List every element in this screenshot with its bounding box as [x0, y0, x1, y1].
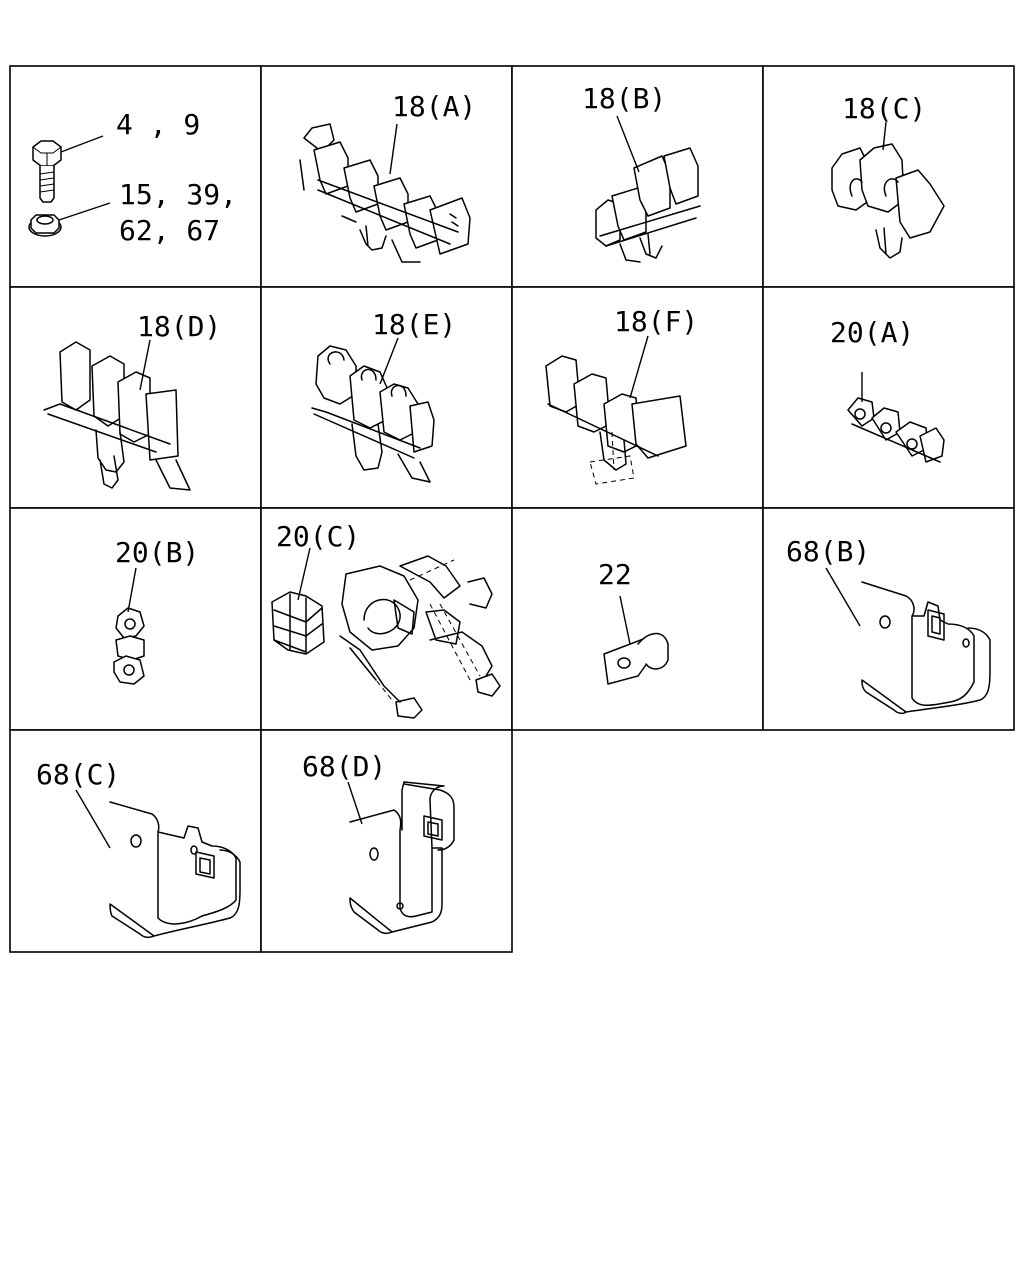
clip-18c-drawing: 18(C): [831, 92, 945, 259]
clip-18e-drawing: 18(E): [311, 308, 456, 483]
label-62-67: 62, 67: [119, 214, 220, 247]
clip-18f-drawing: 18(F): [545, 305, 698, 485]
label-18b: 18(B): [582, 82, 666, 115]
label-15-39: 15, 39,: [119, 178, 237, 211]
label-4-9: 4 , 9: [116, 108, 200, 141]
label-20c: 20(C): [276, 520, 360, 553]
clip-20a-drawing: 20(A): [830, 316, 945, 463]
label-68c: 68(C): [36, 758, 120, 791]
cell-68d: [260, 729, 513, 953]
label-18c: 18(C): [842, 92, 926, 125]
label-18a: 18(A): [392, 90, 476, 123]
clip-18d-drawing: 18(D): [43, 310, 221, 491]
label-68b: 68(B): [786, 535, 870, 568]
bracket-68c-drawing: 68(C): [36, 758, 241, 939]
label-68d: 68(D): [302, 750, 386, 783]
cell-20a: [762, 286, 1015, 509]
bolt-nut-drawing: 4 , 9 15, 39, 62, 67: [28, 108, 237, 247]
clip-18b-drawing: 18(B): [582, 82, 701, 263]
clip-20c-drawing: 20(C): [271, 520, 501, 719]
clip-18a-drawing: 18(A): [299, 90, 476, 263]
label-18d: 18(D): [137, 310, 221, 343]
label-18f: 18(F): [614, 305, 698, 338]
label-20b: 20(B): [115, 536, 199, 569]
label-18e: 18(E): [372, 308, 456, 341]
clip-20b-drawing: 20(B): [113, 536, 199, 685]
cell-68c: [9, 729, 262, 953]
bracket-22-drawing: 22: [598, 558, 669, 685]
label-20a: 20(A): [830, 316, 914, 349]
label-22: 22: [598, 558, 632, 591]
bolt-shank-icon: [39, 165, 55, 203]
cell-22: [511, 507, 764, 731]
bracket-68d-drawing: 68(D): [302, 750, 455, 935]
parts-grid: [9, 65, 1015, 953]
bracket-68b-drawing: 68(B): [786, 535, 991, 715]
